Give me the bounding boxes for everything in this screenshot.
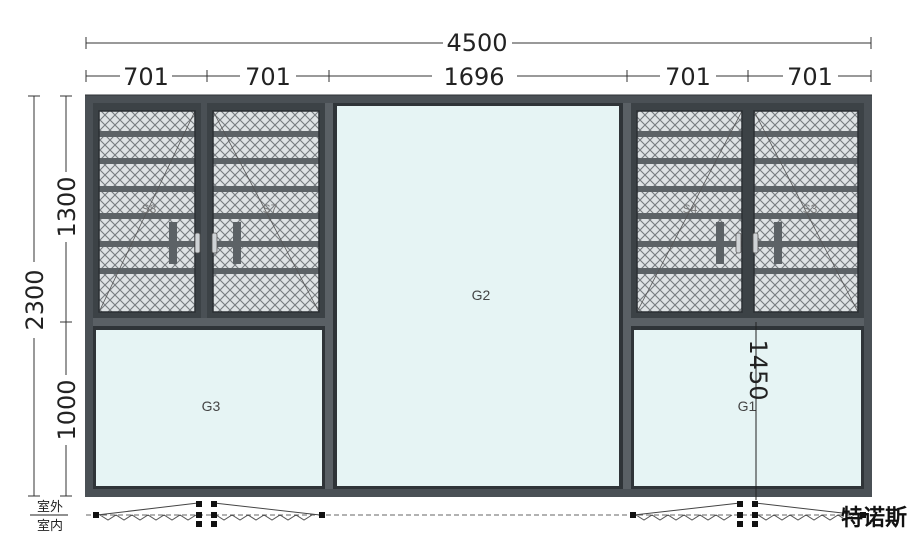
lock-bar [716, 222, 724, 264]
mesh-bar [213, 213, 319, 219]
opening-line [212, 110, 320, 313]
brand-logo: 特诺斯 [841, 505, 907, 531]
mesh-bar [637, 186, 742, 192]
mesh-bar [213, 241, 319, 247]
sash-label-s7: S7 [263, 202, 278, 216]
fixed-pane-left [93, 325, 325, 489]
opening-line [98, 110, 196, 313]
lock-bar [169, 222, 177, 264]
opening-line [636, 110, 743, 313]
section-height-dimension [60, 95, 72, 497]
mullion-right [623, 103, 631, 489]
mesh-bar [213, 186, 319, 192]
pane-label-g1: G1 [738, 398, 757, 414]
overall-width-label: 4500 [446, 29, 507, 57]
mesh-bar [754, 158, 858, 164]
pane-label-g3: G3 [202, 398, 221, 414]
mesh-bar [754, 131, 858, 137]
opening-line [753, 110, 859, 313]
sash-label-s3: S3 [803, 202, 818, 216]
sash-label-s8: S8 [142, 202, 157, 216]
mesh-bar [99, 158, 195, 164]
lock-bar [233, 222, 241, 264]
lower-height-label: 1000 [53, 379, 81, 440]
sash-s7[interactable] [207, 103, 325, 318]
mesh-bar [99, 186, 195, 192]
upper-height-label: 1300 [53, 176, 81, 237]
lock-bar [774, 222, 782, 264]
sash-s4[interactable] [631, 103, 748, 318]
mesh-bar [637, 131, 742, 137]
mesh-bar [213, 158, 319, 164]
mesh-bar [754, 268, 858, 274]
sash-label-s4: S4 [683, 202, 698, 216]
overall-height-label: 2300 [21, 269, 49, 330]
mesh-bar [637, 268, 742, 274]
sash-s8[interactable] [93, 103, 201, 318]
screen-sashes [93, 103, 864, 318]
inside-label: 室内 [37, 518, 63, 534]
mesh-bar [754, 241, 858, 247]
mullion-left [325, 103, 333, 489]
overall-height-dimension [28, 95, 40, 497]
bay-width-label-1: 701 [123, 63, 169, 91]
mesh-bar [99, 241, 195, 247]
pane-label-g2: G2 [472, 287, 491, 303]
fixed-pane-right [631, 325, 864, 489]
mesh-bar [99, 131, 195, 137]
mesh-bar [99, 268, 195, 274]
mesh-bar [637, 213, 742, 219]
overall-width-dimension [85, 37, 872, 49]
bay-width-label-2: 701 [245, 63, 291, 91]
outside-label: 室外 [37, 499, 63, 515]
transom-left [93, 318, 325, 326]
transom-right [631, 318, 864, 326]
mesh-bar [213, 131, 319, 137]
plan-view-strip [86, 501, 872, 527]
mesh-bar [754, 213, 858, 219]
sash-s3[interactable] [748, 103, 864, 318]
mesh-bar [754, 186, 858, 192]
handle-height-label: 1450 [744, 339, 772, 400]
fixed-pane-center [333, 103, 623, 489]
bay-width-label-4: 701 [665, 63, 711, 91]
mesh-bar [213, 268, 319, 274]
mesh-bar [637, 241, 742, 247]
bay-width-dimension [85, 70, 872, 82]
bay-width-label-5: 701 [787, 63, 833, 91]
handle-icon [194, 232, 759, 254]
mesh-bar [99, 213, 195, 219]
mesh-bar [637, 158, 742, 164]
bay-width-label-3: 1696 [443, 63, 504, 91]
